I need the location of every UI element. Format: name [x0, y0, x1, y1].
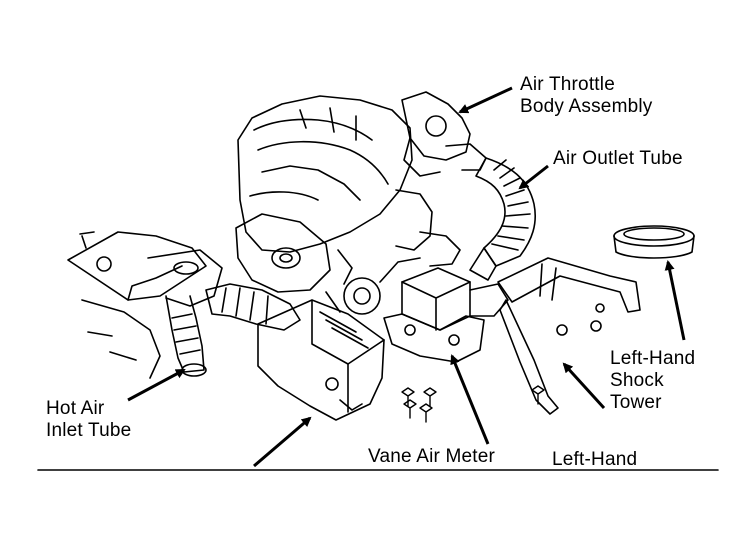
label-shock-tower-line1: Left-Hand	[610, 348, 696, 369]
label-vane-air-meter: Vane Air Meter	[368, 446, 496, 467]
hot-air-inlet-tube	[81, 295, 207, 379]
arrow-air-cleaner	[253, 416, 312, 468]
shock-tower	[613, 225, 695, 259]
air-outlet-tube	[469, 157, 536, 281]
engine-block	[235, 95, 461, 315]
intake-duct	[205, 283, 301, 331]
air-cleaner-housing	[257, 299, 385, 421]
left-hand-bracket	[497, 257, 641, 415]
label-hot-air-line1: Hot Air	[46, 398, 105, 419]
arrow-shock-tower	[664, 260, 686, 341]
vane-air-meter	[383, 267, 509, 363]
arrow-vane-meter	[450, 354, 490, 445]
label-air-throttle-line2: Body Assembly	[520, 96, 653, 117]
label-air-throttle-line1: Air Throttle	[520, 74, 615, 95]
label-left-hand: Left-Hand	[552, 449, 638, 470]
label-hot-air-inlet-tube: Hot Air Inlet Tube	[46, 398, 131, 442]
air-cleaner	[67, 231, 223, 307]
label-left-hand-shock-tower: Left-Hand Shock Tower	[610, 348, 695, 414]
bolts	[401, 385, 545, 423]
label-shock-tower-line3: Tower	[610, 392, 662, 413]
throttle-body	[401, 91, 487, 177]
arrow-hot-air	[127, 368, 186, 402]
label-hot-air-line2: Inlet Tube	[46, 420, 132, 441]
arrow-outlet-tube	[518, 164, 549, 190]
arrow-throttle	[458, 86, 513, 114]
arrow-left-hand	[562, 362, 606, 410]
label-air-outlet-tube: Air Outlet Tube	[553, 148, 683, 169]
label-shock-tower-line2: Shock	[610, 370, 664, 391]
label-air-throttle-body: Air Throttle Body Assembly	[520, 74, 653, 118]
